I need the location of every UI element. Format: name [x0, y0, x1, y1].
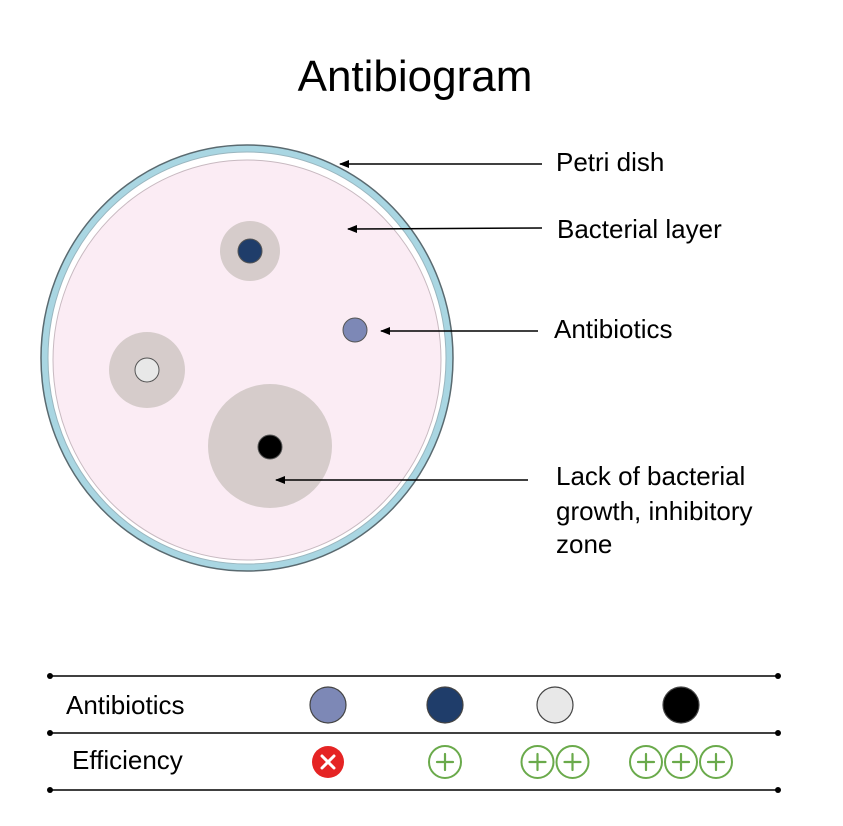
- petri-dish: [40, 144, 454, 572]
- plus-circle-icon: [555, 745, 590, 779]
- inhibitory-zone-label-line-2: growth, inhibitory: [556, 496, 753, 526]
- inhibitory-zone-label-line-1: Lack of bacterial: [556, 461, 745, 491]
- efficiency-table: Antibiotics Efficiency: [47, 673, 781, 793]
- bacterial-layer-label: Bacterial layer: [557, 214, 722, 244]
- cross-icon: [312, 746, 344, 778]
- petri-dish-label: Petri dish: [556, 147, 664, 177]
- rule-end-dot: [775, 673, 781, 679]
- plus-circle-icon: [699, 745, 733, 779]
- bacterial-layer-arrow: [347, 224, 543, 233]
- rule-end-dot: [775, 730, 781, 736]
- antibiotic-disc: [134, 357, 160, 383]
- antibiotic-disc: [426, 686, 464, 724]
- rule-end-dot: [775, 787, 781, 793]
- plus-circle-icon: [428, 745, 462, 779]
- antibiotic-disc: [342, 317, 368, 343]
- antibiotic-disc: [536, 686, 574, 724]
- plus-circle-icon: [664, 745, 698, 779]
- antibiotic-disc: [309, 686, 347, 724]
- row-label-antibiotics: Antibiotics: [66, 690, 185, 720]
- diagram-title: Antibiogram: [298, 52, 533, 101]
- antibiotic-row: [309, 686, 700, 724]
- efficiency-row: [312, 745, 733, 779]
- row-label-efficiency: Efficiency: [72, 745, 183, 775]
- rule-end-dot: [47, 673, 53, 679]
- inhibitory-zone-label-line-3: zone: [556, 529, 612, 559]
- rule-end-dot: [47, 730, 53, 736]
- rule-end-dot: [47, 787, 53, 793]
- antibiotics-label: Antibiotics: [554, 314, 673, 344]
- plus-circle-icon: [520, 745, 555, 779]
- antibiotic-disc: [662, 686, 700, 724]
- plus-circle-icon: [629, 745, 663, 779]
- bacterial-layer: [52, 159, 442, 561]
- antibiotic-disc: [237, 238, 263, 264]
- antibiotic-disc: [257, 434, 283, 460]
